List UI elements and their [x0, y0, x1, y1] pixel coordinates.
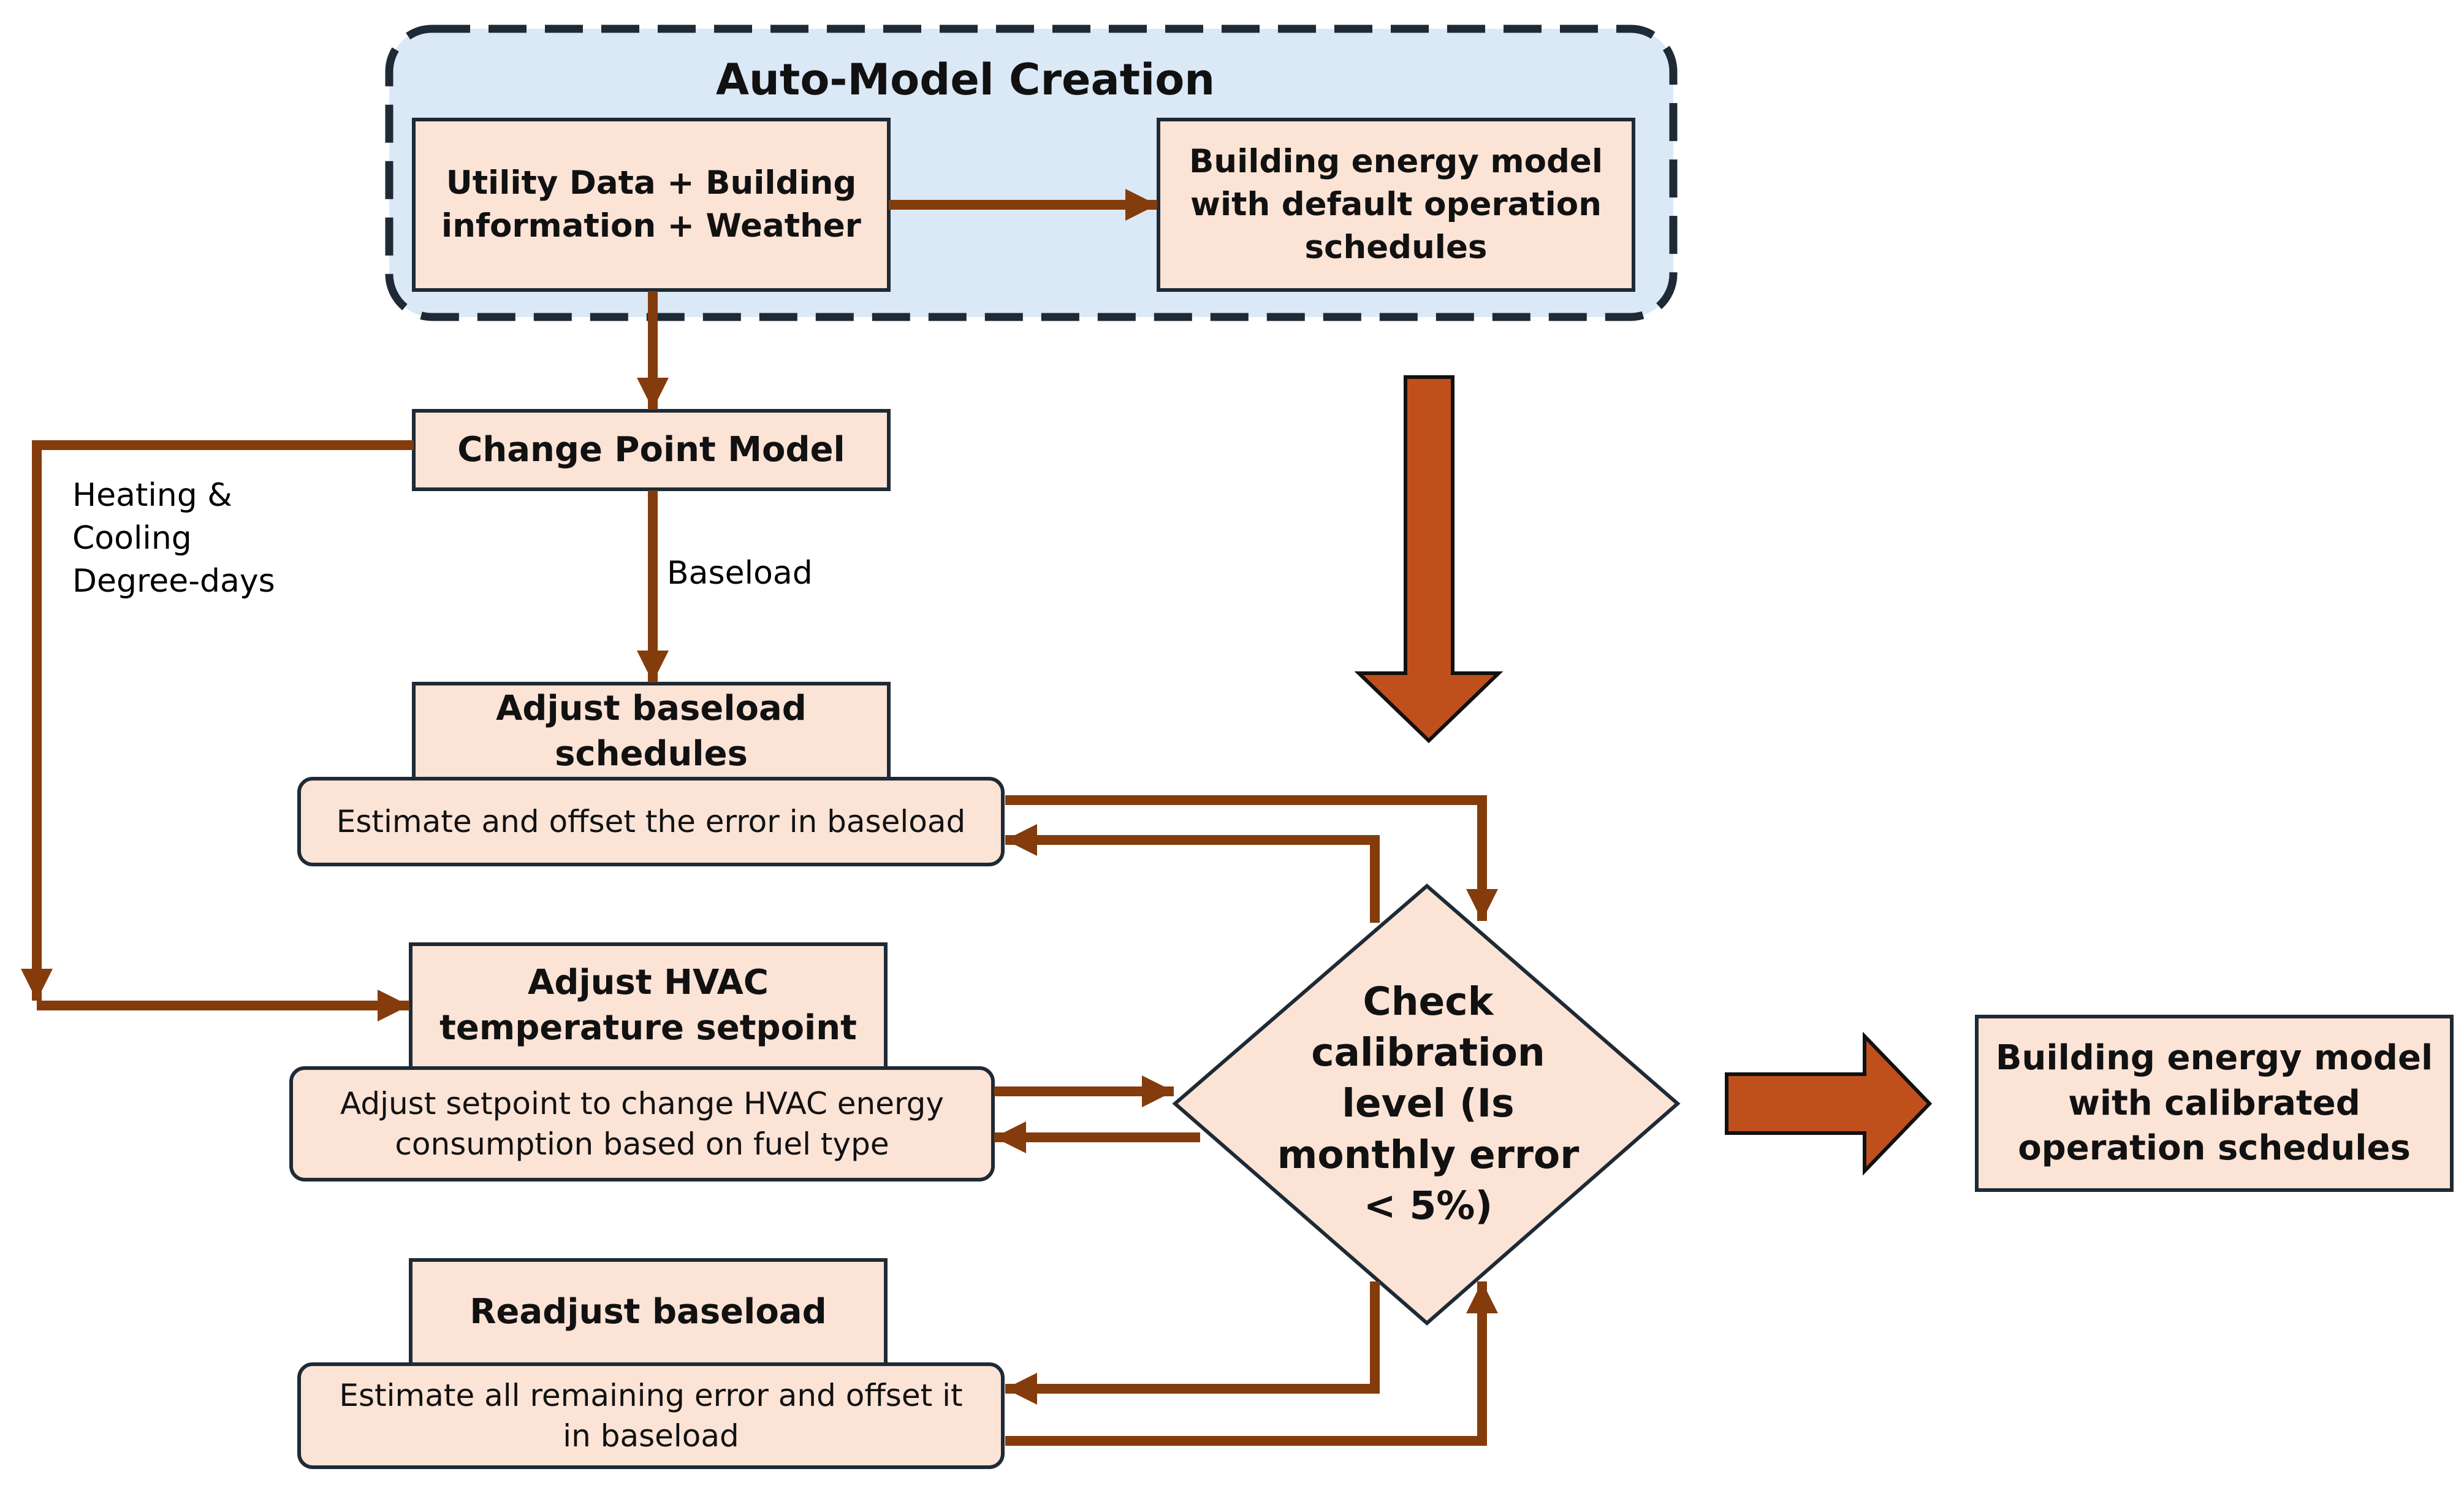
inputs-box	[412, 118, 891, 292]
change-point-box	[412, 409, 891, 491]
adjust-baseload-title: Adjust baseload schedules	[496, 688, 807, 774]
adjust-hvac-title: Adjust HVAC temperature setpoint	[439, 963, 857, 1048]
adjust-baseload-desc-box	[297, 777, 1005, 866]
inputs-label: Utility Data + Building information + We…	[441, 164, 861, 245]
readjust-desc: Estimate all remaining error and offset …	[339, 1378, 963, 1454]
adjust-hvac-title-box	[409, 942, 888, 1072]
baseload-label: Baseload	[667, 555, 813, 592]
default-model-box	[1157, 118, 1635, 292]
check-to-readjust-arrow	[1005, 1281, 1380, 1405]
group-title: Auto-Model Creation	[715, 54, 1215, 105]
readjust-desc-box	[297, 1362, 1005, 1469]
degree-days-label-line2: Cooling	[72, 520, 192, 557]
check-to-baseload-arrow	[1005, 824, 1380, 923]
big-right-arrow	[1725, 1031, 1933, 1176]
adjust-hvac-desc: Adjust setpoint to change HVAC energy co…	[340, 1086, 944, 1162]
calibrated-model-label: Building energy model with calibrated op…	[1995, 1037, 2433, 1169]
check-calibration-label: Check calibration level (Is monthly erro…	[1277, 979, 1580, 1228]
degree-days-label-line1: Heating &	[72, 477, 232, 514]
default-model-label: Building energy model with default opera…	[1188, 143, 1603, 266]
big-down-arrow	[1354, 375, 1504, 744]
check-calibration-diamond	[1172, 884, 1681, 1326]
adjust-hvac-desc-box	[289, 1066, 995, 1182]
readjust-title: Readjust baseload	[470, 1292, 827, 1332]
change-point-label: Change Point Model	[457, 430, 845, 470]
adjust-baseload-desc: Estimate and offset the error in baseloa…	[336, 804, 966, 839]
baseload-to-check-arrow	[1005, 795, 1498, 921]
calibrated-model-box	[1975, 1015, 2454, 1192]
readjust-to-check-arrow	[1005, 1281, 1498, 1446]
degree-days-arrow	[21, 440, 414, 1001]
adjust-baseload-title-box	[412, 682, 891, 784]
degree-days-label-line3: Degree-days	[72, 563, 275, 600]
readjust-title-box	[409, 1258, 888, 1369]
